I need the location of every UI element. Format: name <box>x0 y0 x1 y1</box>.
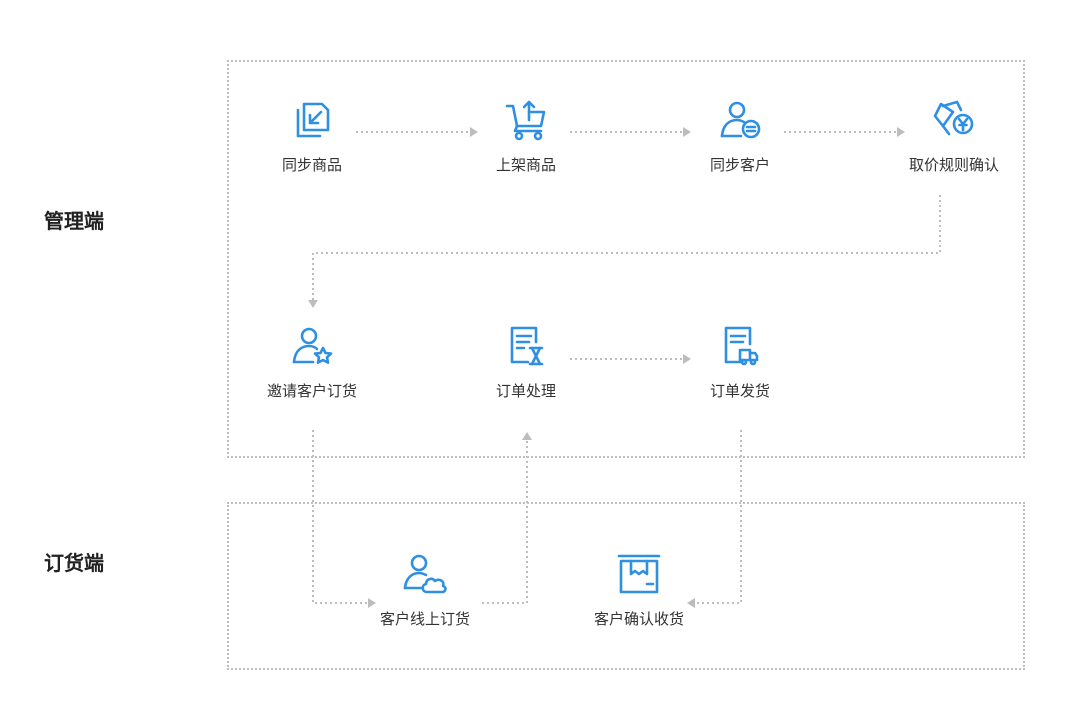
admin-section-box <box>227 60 1025 458</box>
node-online-order: 客户线上订货 <box>345 548 505 629</box>
node-invite-customers: 邀请客户订货 <box>232 320 392 401</box>
node-order-shipping: 订单发货 <box>660 320 820 401</box>
order-truck-icon <box>714 320 766 372</box>
node-price-rules: 取价规则确认 <box>874 94 1034 175</box>
node-order-processing: 订单处理 <box>446 320 606 401</box>
document-import-icon <box>286 94 338 146</box>
node-label: 订单处理 <box>495 382 556 400</box>
section-label-order: 订货端 <box>44 551 104 575</box>
price-tag-icon <box>928 94 980 146</box>
node-label: 同步客户 <box>709 156 770 174</box>
package-box-icon <box>613 548 665 600</box>
node-label: 邀请客户订货 <box>266 382 357 400</box>
node-list-products: 上架商品 <box>446 94 606 175</box>
cart-upload-icon <box>500 94 552 146</box>
order-section-box <box>227 502 1025 670</box>
user-cloud-icon <box>399 548 451 600</box>
section-label-admin: 管理端 <box>44 209 104 233</box>
node-sync-customers: 同步客户 <box>660 94 820 175</box>
user-sync-icon <box>714 94 766 146</box>
node-confirm-receipt: 客户确认收货 <box>559 548 719 629</box>
node-label: 客户线上订货 <box>379 610 470 628</box>
node-label: 取价规则确认 <box>908 156 999 174</box>
node-sync-products: 同步商品 <box>232 94 392 175</box>
node-label: 订单发货 <box>709 382 770 400</box>
node-label: 同步商品 <box>281 156 342 174</box>
node-label: 客户确认收货 <box>593 610 684 628</box>
order-hourglass-icon <box>500 320 552 372</box>
user-star-icon <box>286 320 338 372</box>
node-label: 上架商品 <box>495 156 556 174</box>
